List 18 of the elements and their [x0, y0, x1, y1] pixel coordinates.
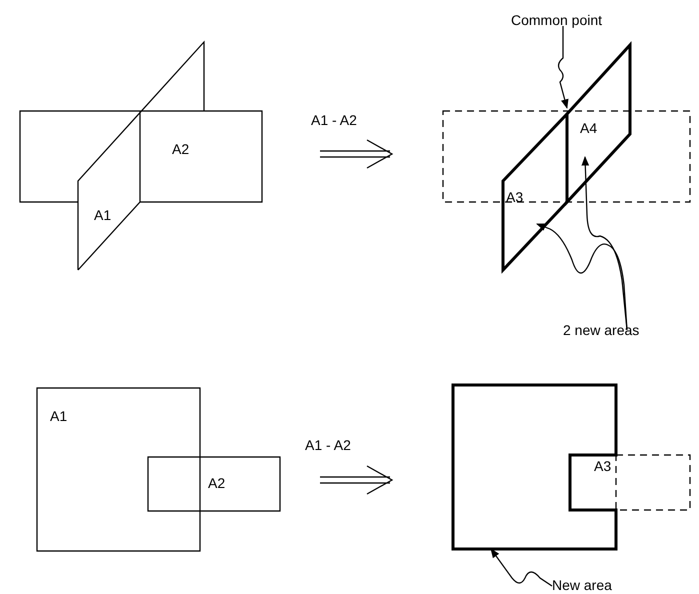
leader-line: [558, 26, 568, 109]
area-label: A2: [208, 475, 226, 491]
area-label: A2: [172, 141, 190, 157]
operation-label: A1 - A2: [311, 112, 357, 128]
leader-line: [581, 156, 628, 330]
removed-area-outline: [616, 455, 690, 510]
callout-text: 2 new areas: [563, 322, 640, 338]
leader-line: [490, 548, 552, 586]
callout-text: Common point: [511, 12, 602, 28]
area-label: A3: [594, 458, 612, 474]
notched-area: [453, 385, 616, 549]
area-parallelogram: [78, 42, 204, 270]
area-label: A1: [50, 408, 68, 424]
operation-label: A1 - A2: [305, 437, 351, 453]
area-square: [37, 388, 200, 551]
callout-text: New area: [552, 577, 612, 593]
area-rectangle: [148, 457, 280, 511]
area-label: A1: [94, 207, 112, 223]
